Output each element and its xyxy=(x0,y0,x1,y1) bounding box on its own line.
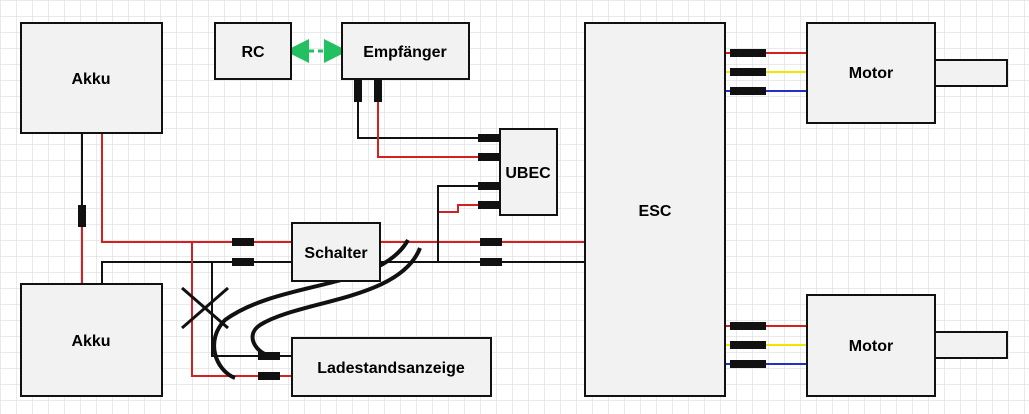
motor-top-block: Motor xyxy=(806,22,936,124)
esc-minus-connector xyxy=(480,258,502,266)
charge-indicator-block: Ladestandsanzeige xyxy=(291,337,492,397)
akku-bottom-label: Akku xyxy=(71,333,110,350)
rc-label: RC xyxy=(241,44,265,61)
motor-bottom-connector-2 xyxy=(730,341,766,349)
receiver-power-wire xyxy=(377,80,500,158)
motor-top-shaft xyxy=(934,59,1008,87)
akku-top-block: Akku xyxy=(20,22,163,134)
motor-top-connector-3 xyxy=(730,87,766,95)
ubec-in-minus-connector xyxy=(478,182,500,190)
akku-top-label: Akku xyxy=(71,71,110,88)
motor-bottom-connector-3 xyxy=(730,360,766,368)
hand-drawn-wire-2 xyxy=(250,247,422,358)
motor-top-connector-1 xyxy=(730,49,766,57)
receiver-label: Empfänger xyxy=(363,44,447,61)
motor-bottom-connector-1 xyxy=(730,322,766,330)
main-positive-wire xyxy=(101,133,292,243)
motor-top-label: Motor xyxy=(849,65,893,82)
ubec-block: UBEC xyxy=(499,128,558,216)
motor-bottom-shaft xyxy=(934,331,1008,359)
indicator-plus-connector xyxy=(258,372,280,380)
motor-top-connector-2 xyxy=(730,68,766,76)
charge-indicator-label: Ladestandsanzeige xyxy=(317,360,465,377)
switch-block: Schalter xyxy=(291,222,381,282)
receiver-connector-1 xyxy=(354,80,362,102)
esc-block: ESC xyxy=(584,22,726,397)
switch-minus-connector xyxy=(232,258,254,266)
switch-label: Schalter xyxy=(304,245,367,262)
motor-bottom-label: Motor xyxy=(849,338,893,355)
ubec-out-minus-connector xyxy=(478,134,500,142)
akku-bottom-block: Akku xyxy=(20,283,163,397)
battery-series-connector xyxy=(78,205,86,227)
motor-bottom-block: Motor xyxy=(806,294,936,397)
esc-plus-connector xyxy=(480,238,502,246)
receiver-connector-2 xyxy=(374,80,382,102)
ubec-out-plus-connector xyxy=(478,153,500,161)
rc-block: RC xyxy=(214,22,292,80)
switch-plus-connector xyxy=(232,238,254,246)
main-negative-wire xyxy=(101,261,292,284)
ubec-label: UBEC xyxy=(505,165,551,182)
cross-mark-line-2 xyxy=(181,286,229,330)
receiver-block: Empfänger xyxy=(341,22,470,80)
esc-label: ESC xyxy=(639,203,672,220)
ubec-in-plus-connector xyxy=(478,201,500,209)
